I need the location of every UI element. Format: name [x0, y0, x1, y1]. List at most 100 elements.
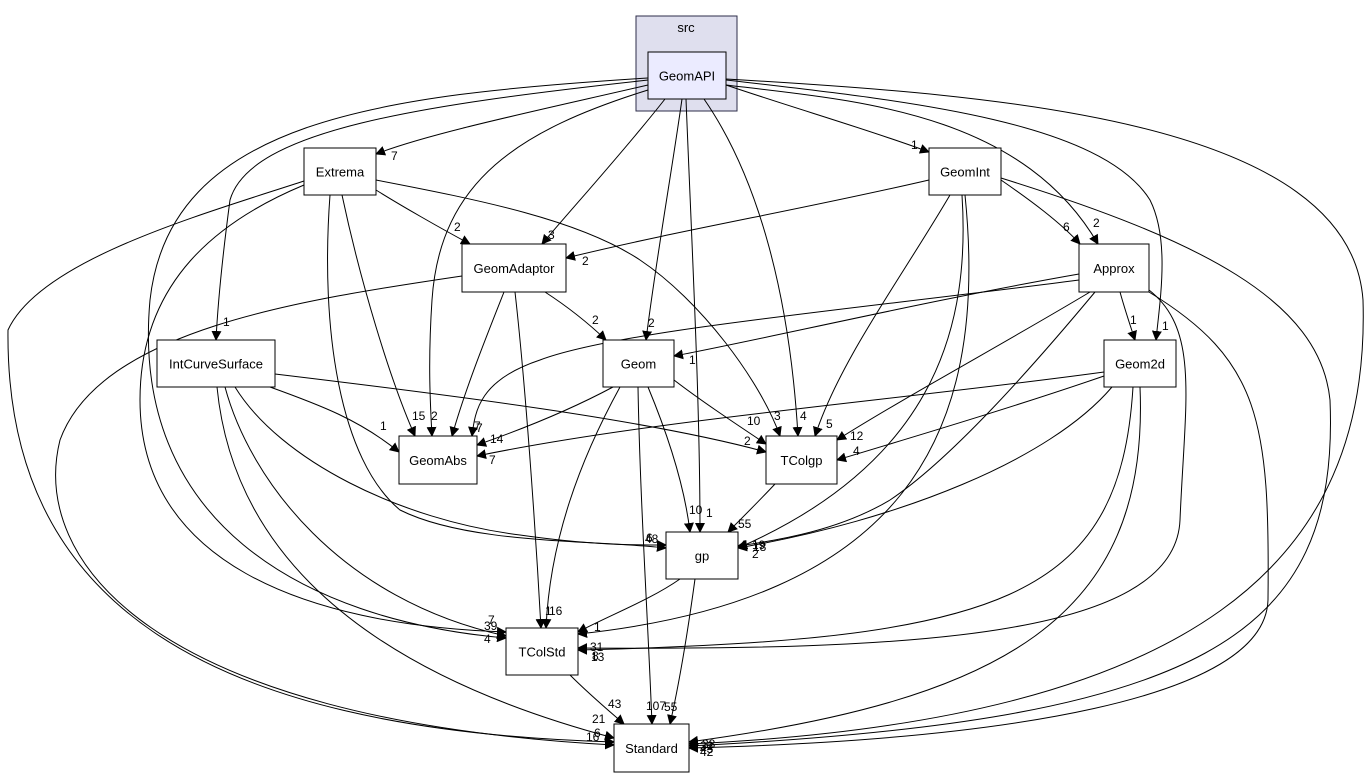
edge-label-geom-to-standard[interactable]: 107 — [646, 699, 666, 713]
edge-extrema-to-tcolgp[interactable] — [375, 179, 782, 437]
edge-geom-to-standard[interactable] — [637, 386, 657, 725]
node-geom[interactable]: Geom — [602, 339, 675, 388]
edge-approx-to-gp[interactable] — [737, 291, 1096, 550]
edge-geomapi-to-geomint[interactable] — [725, 84, 930, 154]
edge-label-geom-to-tcolstd[interactable]: 16 — [549, 604, 563, 618]
edge-label-geomint-to-tcolgp[interactable]: 5 — [826, 417, 833, 431]
edge-gp-to-tcolstd[interactable] — [577, 578, 681, 633]
edge-label-gp-to-standard[interactable]: 55 — [664, 700, 678, 714]
edge-geom-to-gp[interactable] — [647, 386, 694, 533]
edge-geom-to-tcolstd[interactable] — [541, 386, 621, 629]
edge-label-approx-to-geom[interactable]: 1 — [689, 353, 696, 367]
edge-label-extrema-to-tcolstd[interactable]: 39 — [484, 619, 498, 633]
edge-label-geomint-to-geomadaptor[interactable]: 2 — [582, 254, 589, 268]
edge-geomapi-to-geom2d[interactable] — [725, 79, 1163, 341]
edge-label-geomadaptor-to-tcolstd[interactable]: 1 — [545, 604, 552, 618]
edge-label-geomapi-to-gp[interactable]: 1 — [706, 506, 713, 520]
edge-geomadaptor-to-geom[interactable] — [544, 291, 607, 341]
edge-label-geom2d-to-tcolgp[interactable]: 4 — [853, 444, 860, 458]
edge-approx-to-geom2d[interactable] — [1119, 291, 1137, 341]
edge-tcolstd-to-standard[interactable] — [569, 674, 625, 725]
edge-label-geom-to-gp[interactable]: 10 — [689, 503, 703, 517]
edge-label-geomadaptor-to-geomabs[interactable]: 2 — [431, 409, 438, 423]
edge-label-geomint-to-approx[interactable]: 6 — [1063, 220, 1070, 234]
edge-label-geom-to-geomabs[interactable]: 14 — [490, 432, 504, 446]
node-tcolstd[interactable]: TColStd — [505, 627, 579, 676]
edge-approx-to-geom[interactable] — [673, 273, 1080, 360]
edge-label-approx-to-gp[interactable]: 2 — [752, 547, 759, 561]
node-geomadaptor[interactable]: GeomAdaptor — [461, 243, 567, 293]
edge-geom2d-to-tcolgp[interactable] — [836, 375, 1105, 463]
edge-geomapi-to-geomadaptor[interactable] — [541, 98, 666, 245]
edge-tcolgp-to-gp[interactable] — [727, 483, 776, 533]
node-geomint[interactable]: GeomInt — [928, 147, 1002, 196]
edge-label-geomapi-to-tcolstd[interactable]: 4 — [484, 632, 491, 646]
edge-approx-to-standard[interactable] — [688, 291, 1269, 753]
edge-gp-to-standard[interactable] — [667, 578, 696, 725]
edge-label-intcurvesurface-to-tcolgp[interactable]: 2 — [744, 434, 751, 448]
edge-extrema-to-tcolstd[interactable] — [139, 184, 507, 637]
edge-label-approx-to-tcolgp[interactable]: 12 — [850, 429, 864, 443]
edge-label-geom2d-to-gp[interactable]: 18 — [753, 540, 767, 554]
edge-label-extrema-to-geomadaptor[interactable]: 2 — [454, 220, 461, 234]
node-intcurvesurface[interactable]: IntCurveSurface — [156, 339, 276, 388]
node-geomapi[interactable]: GeomAPI — [647, 51, 727, 100]
edge-geomapi-to-approx[interactable] — [725, 84, 1099, 245]
edge-geom-to-geomabs[interactable] — [476, 386, 614, 447]
edge-approx-to-tcolstd[interactable] — [577, 289, 1187, 654]
edge-approx-to-tcolgp[interactable] — [836, 291, 1091, 441]
edge-label-intcurvesurface-to-standard[interactable]: 21 — [592, 712, 606, 726]
edge-label-intcurvesurface-to-tcolstd[interactable]: 7 — [488, 613, 495, 627]
edge-geomint-to-tcolgp[interactable] — [813, 194, 951, 437]
edge-geomapi-to-tcolstd[interactable] — [148, 77, 649, 643]
edge-label-geomapi-to-approx[interactable]: 2 — [1093, 216, 1100, 230]
edge-geom-to-tcolgp[interactable] — [673, 379, 767, 445]
edge-label-approx-to-geomabs[interactable]: 7 — [474, 419, 481, 433]
edge-label-geom2d-to-standard[interactable]: 38 — [702, 737, 716, 751]
edge-geom2d-to-gp[interactable] — [737, 386, 1113, 552]
edge-label-extrema-to-gp[interactable]: 48 — [645, 532, 659, 546]
node-tcolgp[interactable]: TColgp — [765, 435, 838, 485]
edge-geomapi-to-geom[interactable] — [642, 98, 683, 341]
edge-geomint-to-gp[interactable] — [737, 194, 964, 549]
node-approx[interactable]: Approx — [1078, 243, 1150, 293]
edge-geomapi-to-gp[interactable] — [685, 98, 705, 533]
edge-label-geomapi-to-geomint[interactable]: 1 — [911, 138, 918, 152]
edge-label-geomapi-to-geom[interactable]: 2 — [648, 316, 655, 330]
edge-geom2d-to-standard[interactable] — [688, 386, 1141, 746]
edge-label-intcurvesurface-to-gp[interactable]: 6 — [646, 531, 653, 545]
edge-label-geomint-to-tcolstd[interactable]: 31 — [590, 640, 604, 654]
edge-label-geomapi-to-extrema[interactable]: 7 — [391, 149, 398, 163]
edge-intcurvesurface-to-standard[interactable] — [216, 386, 615, 741]
edge-geomapi-to-standard[interactable] — [688, 78, 1364, 749]
edge-label-gp-to-tcolstd[interactable]: 1 — [594, 620, 601, 634]
edge-geom2d-to-geomabs[interactable] — [476, 371, 1105, 460]
edge-geomapi-to-intcurvesurface[interactable] — [211, 79, 649, 341]
edge-geomadaptor-to-tcolstd[interactable] — [514, 291, 546, 629]
edge-label-geomapi-to-tcolgp[interactable]: 4 — [800, 409, 807, 423]
edge-label-geomint-to-gp[interactable]: 19 — [752, 538, 766, 552]
edge-geomadaptor-to-standard[interactable] — [55, 275, 615, 750]
edge-label-extrema-to-standard[interactable]: 16 — [586, 730, 600, 744]
edge-label-geomapi-to-geomabs[interactable]: 7 — [476, 421, 483, 435]
edge-label-extrema-to-tcolgp[interactable]: 3 — [774, 409, 781, 423]
edge-geom2d-to-tcolstd[interactable] — [577, 386, 1134, 655]
edge-label-geomapi-to-standard[interactable]: 32 — [700, 739, 714, 753]
edge-geomapi-to-geomabs[interactable] — [426, 89, 649, 437]
edge-label-geomadaptor-to-geom[interactable]: 2 — [592, 313, 599, 327]
node-gp[interactable]: gp — [665, 531, 739, 580]
node-geomabs[interactable]: GeomAbs — [398, 435, 478, 485]
edge-label-extrema-to-geomabs[interactable]: 15 — [412, 409, 426, 423]
edge-label-geomapi-to-geom2d[interactable]: 1 — [1162, 319, 1169, 333]
edge-intcurvesurface-to-geomabs[interactable] — [269, 386, 400, 453]
edge-label-geom2d-to-geomabs[interactable]: 7 — [489, 453, 496, 467]
edge-geomapi-to-tcolgp[interactable] — [703, 98, 803, 437]
edge-extrema-to-geomadaptor[interactable] — [375, 189, 471, 245]
edge-label-approx-to-geom2d[interactable]: 1 — [1130, 313, 1137, 327]
edge-label-geomint-to-standard[interactable]: 43 — [700, 742, 714, 756]
edge-intcurvesurface-to-tcolstd[interactable] — [224, 386, 507, 639]
node-extrema[interactable]: Extrema — [303, 147, 377, 196]
edge-extrema-to-standard[interactable] — [7, 180, 615, 747]
edge-geomint-to-geomadaptor[interactable] — [565, 179, 930, 261]
edge-label-geom2d-to-tcolstd[interactable]: 8 — [592, 649, 599, 663]
